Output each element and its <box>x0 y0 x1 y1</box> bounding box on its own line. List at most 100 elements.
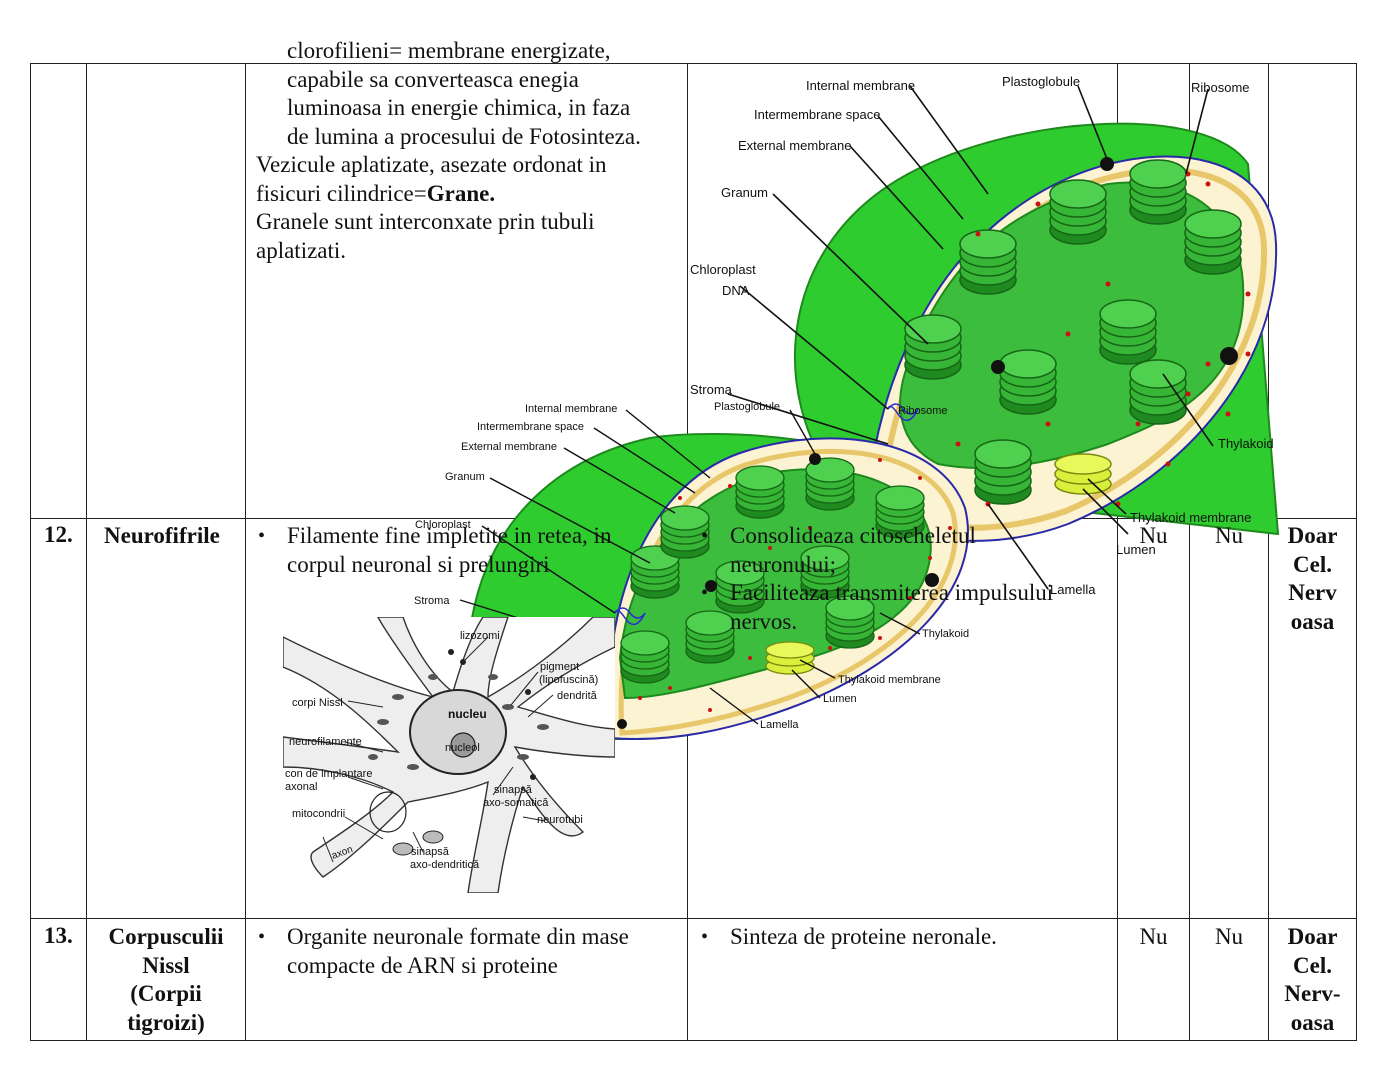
col-border-6 <box>1268 63 1269 1041</box>
row13-col6: Nu <box>1214 924 1244 949</box>
label-stroma: Stroma <box>414 595 450 607</box>
label-corpi-nissl: corpi Nissl <box>292 697 343 709</box>
text-line: Nissl <box>142 952 190 978</box>
label-neurotubi: neurotubi <box>537 814 583 826</box>
row12-col7: Doar Cel. Nerv oasa <box>1269 522 1356 636</box>
chloroplast-diagram-large: Internal membrane Intermembrane space Ex… <box>690 74 1280 597</box>
label-plastoglobule: Plastoglobule <box>1002 74 1080 89</box>
label-lumen: Lumen <box>823 693 857 705</box>
text-line: compacte de ARN si proteine <box>287 952 558 978</box>
label-intermembrane-space: Intermembrane space <box>754 107 880 122</box>
text-line: luminoasa in energie chimica, in faza <box>287 95 631 120</box>
label-stroma: Stroma <box>690 382 733 397</box>
label-mitocondrii: mitocondrii <box>292 808 345 820</box>
thylakoid-yellow-stack <box>1054 453 1112 495</box>
label-thylakoid-membrane: Thylakoid membrane <box>1130 510 1251 525</box>
label-nucleu: nucleu <box>448 707 487 721</box>
text-line: tigroizi) <box>127 1009 205 1035</box>
chloroplast-dna <box>887 403 919 422</box>
row13-number: 13. <box>44 923 73 948</box>
text-line: (Corpii <box>130 981 202 1006</box>
col-border-0 <box>30 63 31 1041</box>
list-item: Faciliteaza transmiterea impulsului nervo… <box>697 579 1053 636</box>
label-chloroplast-dna-2: DNA <box>722 283 750 298</box>
label-con-1: con de implantare <box>285 768 372 780</box>
row12-col5: Nu <box>1139 523 1168 548</box>
col-border-4 <box>1117 63 1118 1041</box>
label-plastoglobule: Plastoglobule <box>714 401 780 413</box>
col-border-1 <box>86 63 87 1041</box>
row13-name: Corpusculii Nissl (Corpii tigroizi) <box>87 923 245 1037</box>
label-internal-membrane: Internal membrane <box>525 403 617 415</box>
label-sinapsa-somatica-2: axo-somatică <box>483 797 549 809</box>
text-line: neuronului; <box>730 551 837 577</box>
text-line: nervos. <box>730 608 798 634</box>
label-intermembrane-space: Intermembrane space <box>477 421 584 433</box>
label-thylakoid-membrane: Thylakoid membrane <box>838 674 941 686</box>
text-line: Granele sunt interconxate prin tubuli <box>256 209 595 234</box>
label-lamella: Lamella <box>760 719 799 731</box>
text-line: Doar <box>1287 523 1338 548</box>
row13-col5: Nu <box>1139 924 1168 949</box>
row12-col6: Nu <box>1214 523 1244 548</box>
text-line: aplatizati. <box>256 238 347 263</box>
label-external-membrane: External membrane <box>738 138 851 153</box>
label-pigment-2: (lipofuscină) <box>539 674 598 686</box>
text-line: de lumina a procesului de Fotosinteza. <box>287 124 641 149</box>
row12-number: 12. <box>44 522 73 547</box>
col-border-5 <box>1189 63 1190 1041</box>
text-fragment: fisicuri cilindrice= <box>256 181 427 206</box>
label-neurofilamente: neurofilamente <box>289 736 362 748</box>
list-item: Consolideaza citoscheletul neuronului; <box>697 522 1053 579</box>
label-sinapsa-dendritica-2: axo-dendritică <box>410 859 480 871</box>
thylakoid-yellow-stack <box>765 641 815 675</box>
table-top-border <box>30 63 1357 64</box>
text-line: Consolideaza citoscheletul <box>730 523 976 548</box>
col-border-2 <box>245 63 246 1041</box>
label-sinapsa-dendritica-1: sinapsă <box>411 846 450 858</box>
row13-function-list: Sinteza de proteine neronale. <box>697 923 997 952</box>
label-internal-membrane: Internal membrane <box>806 78 915 93</box>
text-line: Corpusculii <box>108 924 224 949</box>
text-line: oasa <box>1290 608 1335 634</box>
text-line: clorofilieni= membrane energizate, <box>287 38 611 63</box>
row12-structure-list: Filamente fine impletite in retea, in cor… <box>254 522 611 579</box>
label-sinapsa-somatica-1: sinapsă <box>494 784 533 796</box>
label-nucleol: nucleol <box>445 742 480 754</box>
text-line: oasa <box>1290 1009 1335 1035</box>
grane-term: Grane. <box>426 181 496 206</box>
text-line: capabile sa converteasca enegia <box>287 67 579 92</box>
text-line: Vezicule aplatizate, asezate ordonat in <box>256 152 607 177</box>
row12-function-list: Consolideaza citoscheletul neuronului; Fa… <box>697 522 1053 636</box>
label-external-membrane: External membrane <box>461 441 557 453</box>
text-line: Doar <box>1287 924 1338 949</box>
label-con-2: axonal <box>285 781 317 793</box>
label-lamella: Lamella <box>1050 582 1096 597</box>
text-line: corpul neuronal si prelungiri <box>287 551 550 577</box>
label-pigment-1: pigment <box>540 661 579 673</box>
label-lumen: Lumen <box>1116 542 1156 557</box>
text-line: fisicuri cilindrice=Grane. <box>256 180 495 209</box>
list-item: Organite neuronale formate din mase compa… <box>254 923 629 980</box>
text-line: Sinteza de proteine neronale. <box>730 924 997 949</box>
text-line: Faciliteaza transmiterea impulsului <box>730 580 1054 605</box>
chloroplast-dna <box>614 607 646 626</box>
label-lizozomi: lizozomi <box>460 630 500 642</box>
col-border-7 <box>1356 63 1357 1041</box>
text-line: Cel. <box>1293 952 1332 978</box>
label-ribosome: Ribosome <box>898 405 948 417</box>
table-bottom-border <box>30 1040 1357 1041</box>
neuron-diagram: lizozomi pigment (lipofuscină) dendrită … <box>283 617 615 893</box>
list-item: Sinteza de proteine neronale. <box>697 923 997 952</box>
text-line: Cel. <box>1293 551 1332 577</box>
row13-structure-list: Organite neuronale formate din mase compa… <box>254 923 629 980</box>
row13-top-border <box>30 918 1357 919</box>
text-line: Organite neuronale formate din mase <box>287 924 629 949</box>
label-granum: Granum <box>445 471 485 483</box>
label-chloroplast-dna-1: Chloroplast <box>690 262 756 277</box>
text-line: Filamente fine impletite in retea, in <box>287 523 612 548</box>
label-granum: Granum <box>721 185 768 200</box>
list-item: Filamente fine impletite in retea, in cor… <box>254 522 611 579</box>
row12-name: Neurofifrile <box>104 523 220 548</box>
label-thylakoid: Thylakoid <box>1218 436 1274 451</box>
